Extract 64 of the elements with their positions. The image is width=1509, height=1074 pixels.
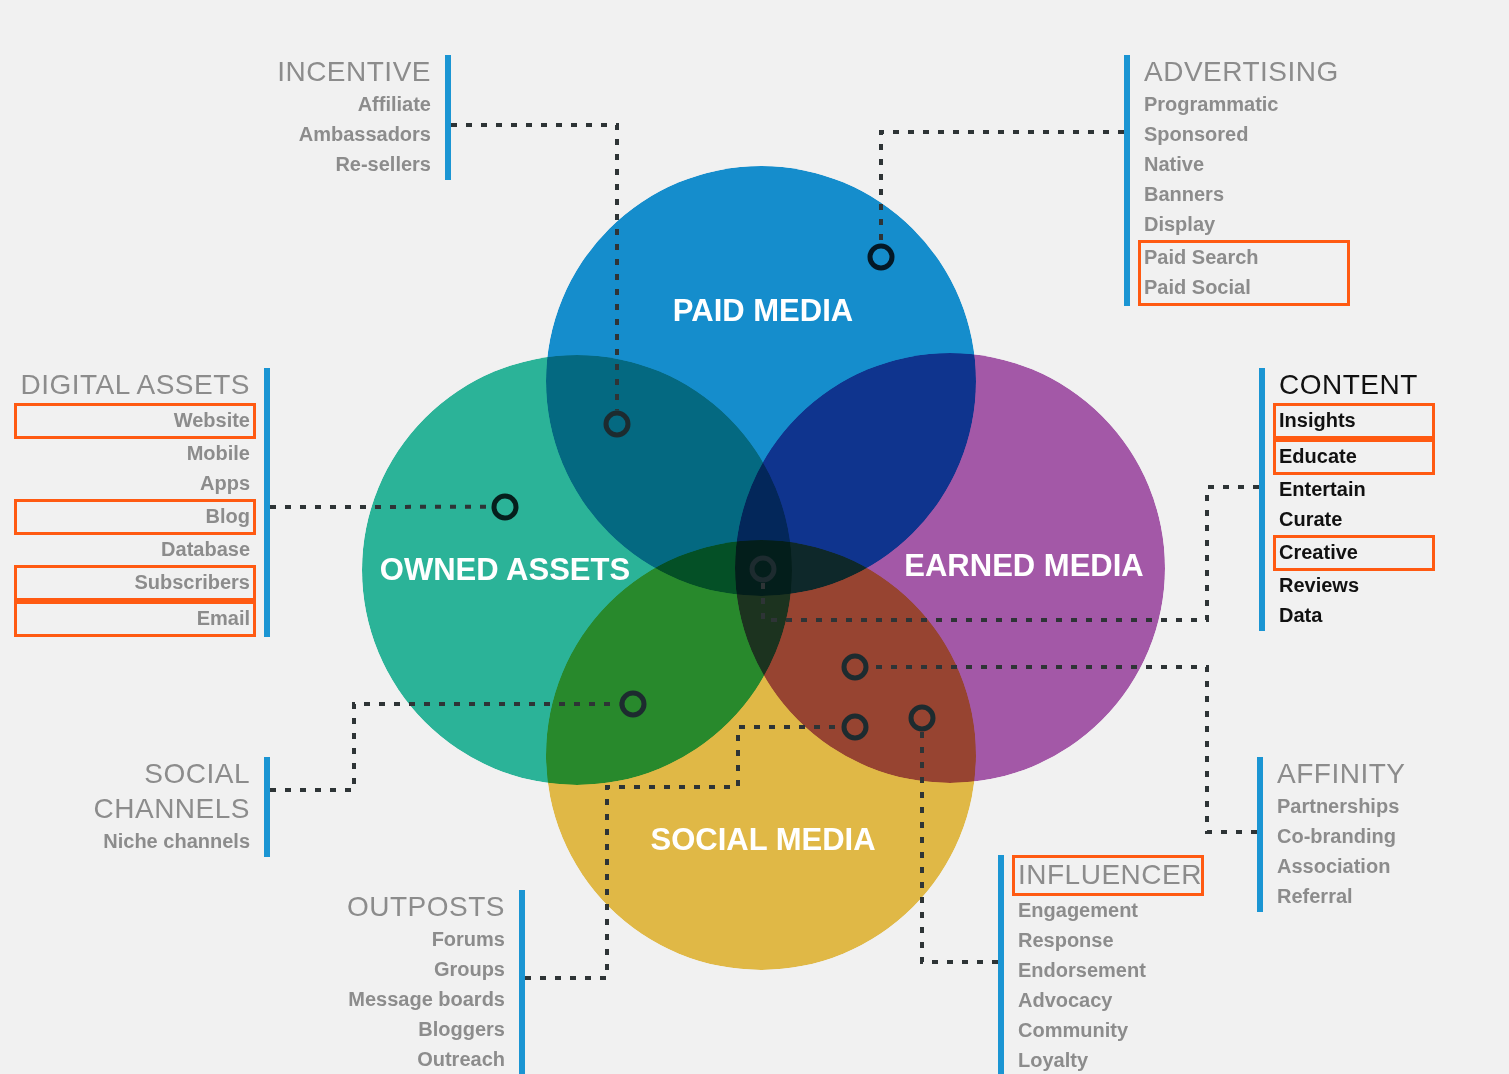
list-item: Ambassadors (298, 123, 431, 145)
list-item: Reviews (1279, 574, 1360, 596)
list-item: Mobile (186, 442, 250, 464)
list-item: Response (1018, 929, 1114, 951)
list-item: Subscribers (134, 571, 250, 593)
list-item: Referral (1277, 885, 1353, 907)
leader-line (270, 702, 620, 792)
circle-label: PAID MEDIA (672, 293, 854, 329)
list-item: Outreach (417, 1048, 505, 1070)
list-item: Creative (1279, 541, 1358, 563)
list-item: Apps (200, 472, 250, 494)
list-item: Co-branding (1277, 825, 1396, 847)
marker-ring (619, 690, 647, 718)
section-heading: INFLUENCER (1018, 859, 1202, 890)
list-item: Niche channels (103, 830, 250, 852)
leader-line (920, 731, 998, 964)
list-item: Partnerships (1277, 795, 1400, 817)
section-heading: CONTENT (1279, 369, 1418, 400)
list-item: Groups (433, 958, 505, 980)
list-item: Insights (1279, 409, 1356, 431)
list-item: Educate (1279, 445, 1357, 467)
marker-ring (749, 555, 777, 583)
list-item: Blog (205, 505, 250, 527)
list-item: Paid Social (1144, 276, 1251, 298)
section-heading: SOCIAL CHANNELS (93, 758, 250, 824)
list-item: Sponsored (1144, 123, 1249, 145)
list-item: Programmatic (1144, 93, 1279, 115)
section-heading: INCENTIVE (277, 56, 431, 87)
list-item: Affiliate (357, 93, 431, 115)
marker-ring (867, 243, 895, 271)
list-item: Email (196, 607, 250, 629)
list-item: Association (1277, 855, 1391, 877)
list-item: Curate (1279, 508, 1343, 530)
leader-line (451, 123, 619, 411)
section-heading: OUTPOSTS (347, 891, 505, 922)
list-item: Website (173, 409, 250, 431)
section-heading: DIGITAL ASSETS (20, 369, 250, 400)
list-item: Paid Search (1144, 246, 1259, 268)
list-item: Native (1144, 153, 1205, 175)
circle-label: SOCIAL MEDIA (650, 822, 876, 858)
list-item: Display (1144, 213, 1216, 235)
list-item: Loyalty (1018, 1049, 1089, 1071)
list-item: Data (1279, 604, 1323, 626)
list-item: Advocacy (1018, 989, 1113, 1011)
list-item: Forums (431, 928, 505, 950)
marker-ring (491, 493, 519, 521)
list-item: Bloggers (418, 1018, 505, 1040)
marker-ring (841, 653, 869, 681)
list-item: Endorsement (1018, 959, 1146, 981)
section-heading: AFFINITY (1277, 758, 1406, 789)
marker-ring (603, 410, 631, 438)
list-item: Community (1018, 1019, 1128, 1041)
list-item: Database (161, 538, 250, 560)
list-item: Entertain (1279, 478, 1366, 500)
leader-line (761, 485, 1259, 622)
section-heading: ADVERTISING (1144, 56, 1339, 87)
list-item: Re-sellers (335, 153, 431, 175)
circle-label: EARNED MEDIA (904, 548, 1144, 584)
list-item: Engagement (1018, 899, 1139, 921)
marker-ring (908, 704, 936, 732)
list-item: Banners (1144, 183, 1225, 205)
marker-ring (841, 713, 869, 741)
list-item: Message boards (348, 988, 505, 1010)
circle-label: OWNED ASSETS (379, 552, 631, 588)
